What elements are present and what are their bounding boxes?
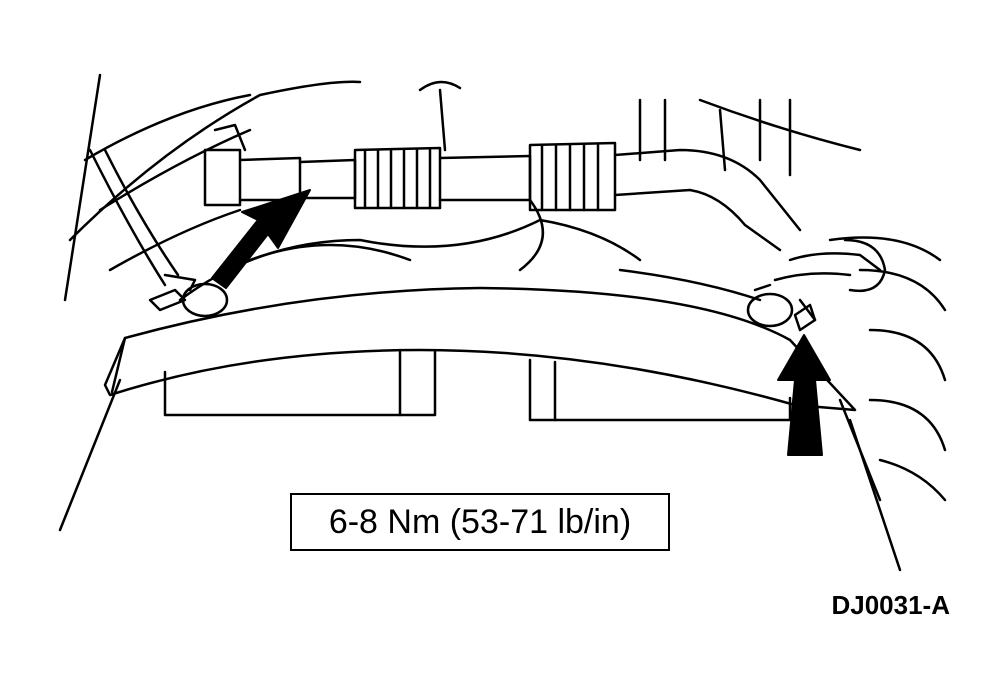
right-arrow — [777, 334, 831, 456]
background-contours — [58, 73, 947, 572]
right-connector — [773, 238, 887, 322]
left-cable — [88, 148, 180, 287]
left-bolt — [148, 273, 229, 318]
figure-id: DJ0031-A — [831, 590, 950, 620]
main-bracket — [103, 286, 857, 412]
underbody-shapes — [178, 198, 762, 302]
hose-assembly — [203, 98, 802, 252]
torque-spec-text: 6-8 Nm (53-71 lb/in) — [328, 502, 632, 541]
right-bolt — [746, 283, 817, 332]
lower-blocks — [163, 350, 792, 422]
torque-spec-label: 6-8 Nm (53-71 lb/in) — [290, 493, 670, 551]
left-arrow — [211, 189, 311, 289]
